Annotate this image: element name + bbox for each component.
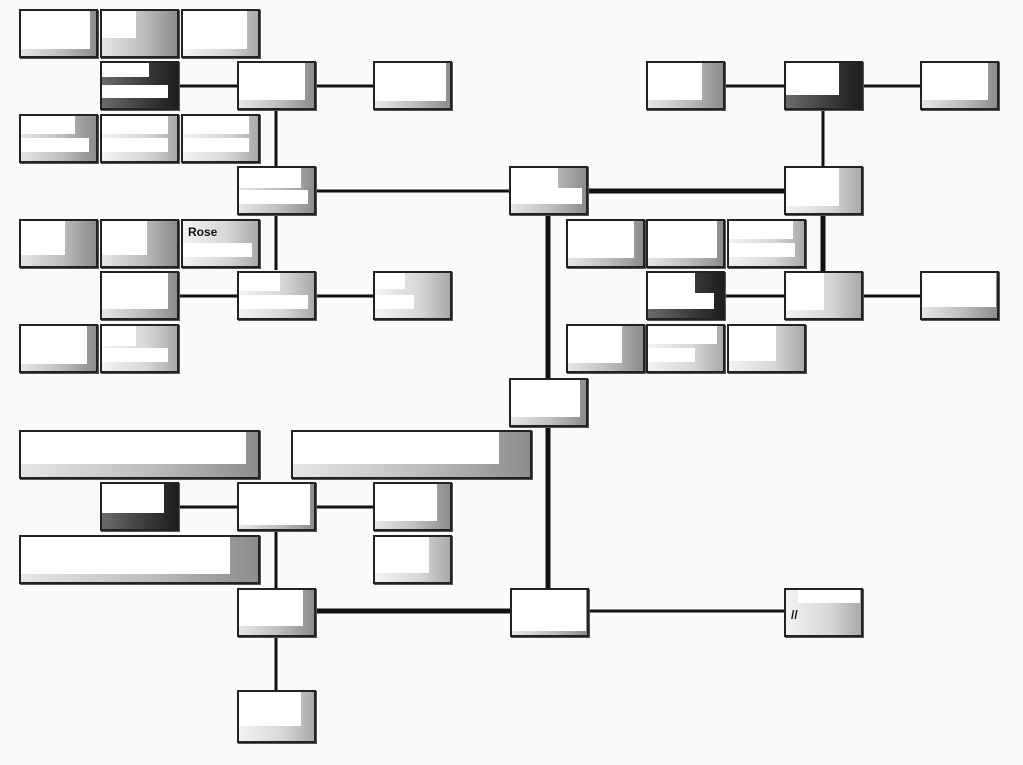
person-node[interactable] xyxy=(19,9,98,58)
wide-node[interactable] xyxy=(19,430,260,479)
person-node[interactable] xyxy=(373,482,452,531)
person-node[interactable] xyxy=(727,324,806,373)
person-node[interactable] xyxy=(509,378,588,427)
person-node[interactable] xyxy=(646,324,725,373)
person-node[interactable] xyxy=(100,61,179,110)
person-node[interactable] xyxy=(100,114,179,163)
person-node[interactable] xyxy=(237,588,316,637)
person-node[interactable] xyxy=(920,61,999,110)
person-node[interactable] xyxy=(373,535,452,584)
person-node[interactable] xyxy=(100,219,179,268)
person-node-rose[interactable]: Rose xyxy=(181,219,260,268)
node-label: Rose xyxy=(188,225,218,239)
person-node[interactable] xyxy=(646,61,725,110)
person-node-marked[interactable]: // xyxy=(784,588,863,637)
person-node[interactable] xyxy=(100,324,179,373)
person-node[interactable] xyxy=(237,271,316,320)
wide-node[interactable] xyxy=(291,430,532,479)
person-node[interactable] xyxy=(784,271,863,320)
person-node[interactable] xyxy=(784,61,863,110)
person-node[interactable] xyxy=(510,588,589,637)
person-node[interactable] xyxy=(19,114,98,163)
person-node[interactable] xyxy=(237,690,316,743)
node-label: // xyxy=(791,608,798,622)
person-node[interactable] xyxy=(646,219,725,268)
person-node[interactable] xyxy=(509,166,588,215)
person-node[interactable] xyxy=(237,482,316,531)
person-node[interactable] xyxy=(373,271,452,320)
person-node[interactable] xyxy=(19,219,98,268)
person-node[interactable] xyxy=(566,324,645,373)
person-node[interactable] xyxy=(566,219,645,268)
person-node[interactable] xyxy=(920,271,999,320)
person-node[interactable] xyxy=(237,61,316,110)
person-node[interactable] xyxy=(784,166,863,215)
person-node[interactable] xyxy=(19,324,98,373)
person-node[interactable] xyxy=(373,61,452,110)
wide-node[interactable] xyxy=(19,535,260,584)
person-node[interactable] xyxy=(727,219,806,268)
person-node[interactable] xyxy=(237,166,316,215)
person-node[interactable] xyxy=(100,482,179,531)
person-node[interactable] xyxy=(181,9,260,58)
person-node[interactable] xyxy=(181,114,260,163)
person-node[interactable] xyxy=(646,271,725,320)
person-node[interactable] xyxy=(100,9,179,58)
person-node[interactable] xyxy=(100,271,179,320)
